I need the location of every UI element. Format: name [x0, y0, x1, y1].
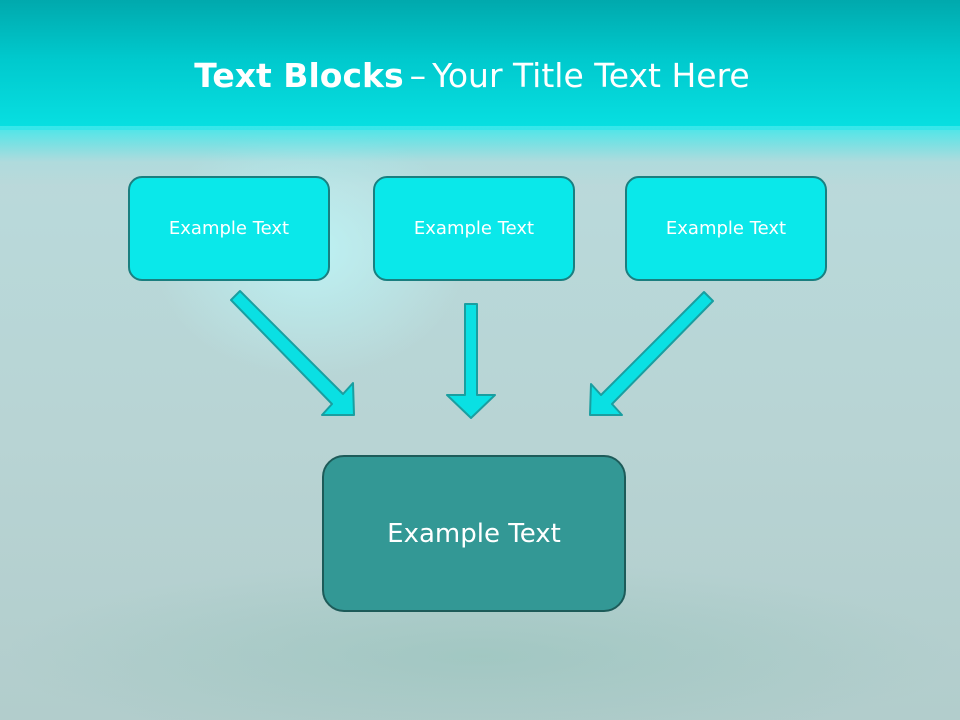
- text-block-bottom: Example Text: [322, 455, 626, 612]
- text-block-right-label: Example Text: [665, 218, 787, 239]
- title-bold-text: Text Blocks: [194, 56, 404, 95]
- text-block-left-label: Example Text: [168, 218, 290, 239]
- arrow-right-to-bottom: [589, 291, 714, 416]
- slide-title: Text Blocks–Your Title Text Here: [0, 54, 944, 98]
- text-block-right: Example Text: [625, 176, 827, 281]
- text-block-left: Example Text: [128, 176, 330, 281]
- arrow-center-to-bottom: [446, 303, 496, 419]
- title-rest-text: Your Title Text Here: [432, 56, 750, 95]
- text-block-bottom-label: Example Text: [387, 518, 561, 549]
- title-bar: [0, 0, 960, 130]
- arrow-left-to-bottom: [230, 290, 355, 416]
- text-block-center-label: Example Text: [413, 218, 535, 239]
- text-block-center: Example Text: [373, 176, 575, 281]
- title-separator: –: [409, 56, 427, 95]
